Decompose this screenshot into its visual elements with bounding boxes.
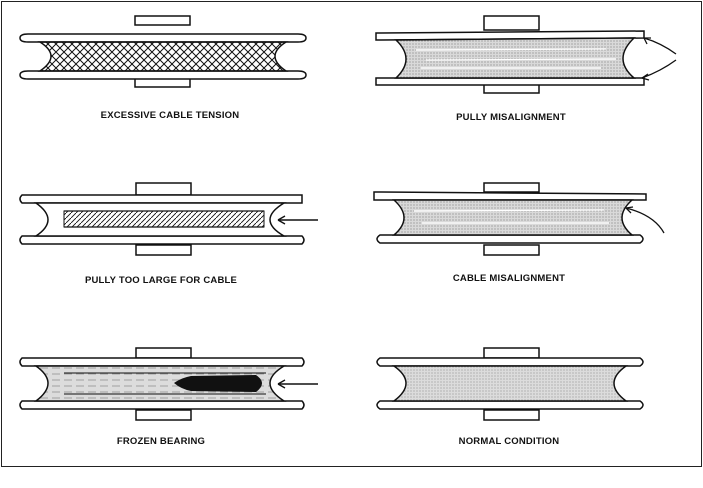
- caption-pully-too-large: PULLY TOO LARGE FOR CABLE: [84, 275, 238, 286]
- caption-excessive-cable-tension: EXCESSIVE CABLE TENSION: [100, 110, 240, 121]
- panel-pully-too-large: PULLY TOO LARGE FOR CABLE: [16, 182, 336, 323]
- caption-pully-misalignment: PULLY MISALIGNMENT: [456, 112, 566, 123]
- panel-frozen-bearing: FROZEN BEARING: [16, 347, 336, 488]
- caption-cable-misalignment: CABLE MISALIGNMENT: [452, 273, 566, 284]
- pulley-diagram-excessive-tension: [19, 15, 307, 88]
- pulley-diagram-cable-misalignment: [373, 182, 665, 256]
- caption-normal-condition: NORMAL CONDITION: [458, 436, 560, 447]
- diagram-frame: EXCESSIVE CABLE TENSION PULLY MISALIGNME…: [1, 1, 702, 467]
- pulley-diagram-frozen-bearing: [19, 347, 318, 421]
- caption-frozen-bearing: FROZEN BEARING: [116, 436, 206, 447]
- panel-normal-condition: NORMAL CONDITION: [374, 347, 694, 488]
- panel-pully-misalignment: PULLY MISALIGNMENT: [375, 15, 696, 156]
- pulley-diagram-pully-too-large: [19, 182, 318, 256]
- pulley-diagram-normal-condition: [376, 347, 644, 421]
- pulley-diagram-pully-misalignment: [375, 15, 677, 94]
- panel-excessive-cable-tension: EXCESSIVE CABLE TENSION: [19, 15, 340, 156]
- panel-cable-misalignment: CABLE MISALIGNMENT: [373, 182, 694, 323]
